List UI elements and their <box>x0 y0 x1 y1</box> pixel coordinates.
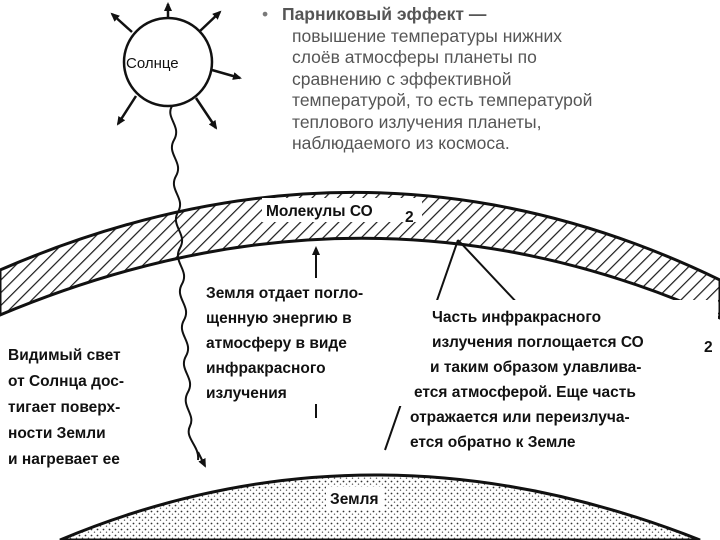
absorbed-ray <box>457 239 521 307</box>
middle-caption-line: щенную энергию в <box>206 310 352 327</box>
right-caption-line: и таким образом улавлива- <box>430 359 641 376</box>
co2-label-box <box>262 198 422 222</box>
left-caption: Видимый свет от Солнца дос- тигает повер… <box>8 347 124 468</box>
light-ray-arrowhead <box>197 451 206 468</box>
definition-line: теплового излучения планеты, <box>292 111 542 132</box>
right-text-box <box>404 300 718 460</box>
definition-block: • Парниковый эффект — повышение температ… <box>262 4 712 155</box>
middle-caption-line: атмосферу в виде <box>206 335 347 352</box>
middle-caption: Земля отдает погло- щенную энергию в атм… <box>206 285 363 402</box>
left-text-box <box>6 338 166 468</box>
definition-line: слоёв атмосферы планеты по <box>292 47 537 67</box>
co2-subscript: 2 <box>405 209 414 226</box>
left-caption-line: ности Земли <box>8 425 106 442</box>
definition-heading: Парниковый эффект — <box>282 4 712 26</box>
middle-caption-line: излучения <box>206 385 287 402</box>
left-caption-line: тигает поверх- <box>8 399 120 416</box>
sun-icon <box>110 2 242 130</box>
left-caption-line: и нагревает ее <box>8 451 120 468</box>
co2-molecules-label: Молекулы СО <box>266 203 373 220</box>
definition-line: повышение температуры нижних <box>292 25 563 46</box>
right-caption-line: Часть инфракрасного <box>432 309 601 326</box>
right-caption-line: отражается или переизлуча- <box>410 409 630 426</box>
sun-label: Солнце <box>126 55 179 72</box>
definition-line: сравнению с эффективной <box>292 68 512 89</box>
bullet-point: • <box>262 4 269 24</box>
middle-caption-line: инфракрасного <box>206 360 326 377</box>
left-caption-line: Видимый свет <box>8 347 121 364</box>
definition-line: наблюдаемого из космоса. <box>292 133 510 153</box>
visible-light-ray <box>169 105 200 461</box>
middle-caption-line: Земля отдает погло- <box>206 285 363 302</box>
definition-line: температурой, то есть температурой <box>292 90 593 110</box>
right-caption-line: ется атмосферой. Еще часть <box>414 384 636 401</box>
left-caption-line: от Солнца дос- <box>8 373 124 390</box>
middle-text-box <box>204 278 418 406</box>
atmosphere-band <box>0 191 720 320</box>
right-caption-line: ется обратно к Земле <box>410 434 576 451</box>
definition-dash: — <box>464 4 487 24</box>
right-caption: Часть инфракрасного излучения поглощаетс… <box>410 309 713 451</box>
right-caption-line: излучения поглощается СО <box>432 334 644 351</box>
earth-label-box <box>326 487 384 509</box>
earth-label: Земля <box>330 491 378 508</box>
right-co2-subscript: 2 <box>704 339 713 356</box>
definition-term: Парниковый эффект <box>282 4 464 24</box>
